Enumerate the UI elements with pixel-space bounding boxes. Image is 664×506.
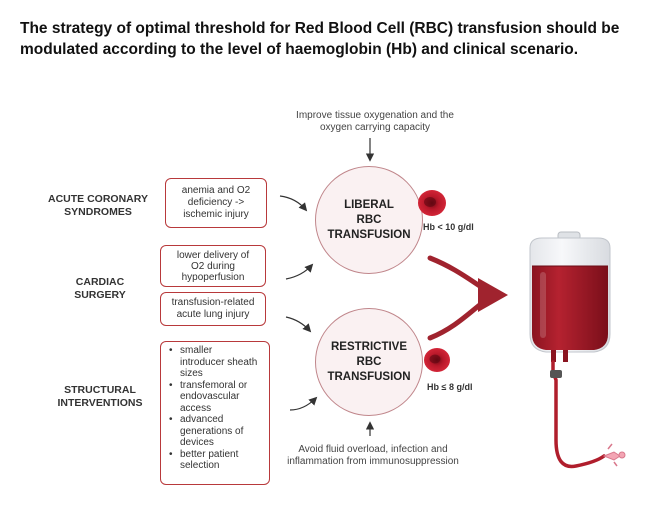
category-cardiac-line-1: CARDIAC	[75, 276, 125, 288]
box-cardiac2-line-1: transfusion-related	[171, 297, 255, 308]
category-acute-coronary-syndromes: ACUTE CORONARY SYNDROMES	[38, 193, 158, 219]
restrictive-line-3: TRANSFUSION	[327, 370, 411, 383]
category-acs-line-1: ACUTE CORONARY	[48, 193, 148, 205]
category-structural-line-1: STRUCTURAL	[64, 384, 136, 396]
bottom-note-line-1: Avoid fluid overload, infection and	[298, 444, 448, 455]
structural-item-1-line-2: introducer sheath	[180, 356, 258, 368]
restrictive-line-2: RBC	[356, 355, 382, 368]
bottom-note: Avoid fluid overload, infection and infl…	[268, 444, 478, 468]
liberal-rbc-transfusion-circle: LIBERAL RBC TRANSFUSION	[315, 166, 423, 274]
box-structural-interventions-list: smaller introducer sheath sizes transfem…	[160, 341, 270, 485]
arrow-structural-to-restrictive	[289, 396, 318, 411]
structural-item-1-line-1: smaller	[180, 345, 213, 356]
converging-arrow-icon	[427, 255, 508, 341]
restrictive-rbc-transfusion-circle: RESTRICTIVE RBC TRANSFUSION	[315, 308, 423, 416]
box-cardiac1-line-1: lower delivery of	[176, 249, 250, 261]
box-acs-line-1: anemia and O2	[181, 185, 251, 196]
structural-item-1-line-3: sizes	[180, 368, 203, 379]
top-note-line-2: oxygen carrying capacity	[319, 122, 431, 133]
structural-item: better patient selection	[169, 449, 263, 472]
box-acs-line-2: deficiency ->	[187, 197, 245, 208]
liberal-hb-threshold: Hb < 10 g/dl	[423, 222, 474, 232]
box-anemia-o2-deficiency: anemia and O2 deficiency -> ischemic inj…	[165, 178, 267, 228]
category-structural-line-2: INTERVENTIONS	[57, 397, 143, 409]
structural-item-4-line-2: selection	[180, 460, 220, 471]
top-note-line-1: Improve tissue oxygenation and the	[296, 110, 454, 121]
blood-bag-icon	[529, 231, 626, 469]
liberal-line-2: RBC	[356, 213, 382, 226]
box-acs-line-3: ischemic injury	[183, 209, 249, 220]
structural-item-2-line-3: access	[180, 402, 212, 414]
box-cardiac2-line-2: acute lung injury	[176, 309, 250, 320]
category-cardiac-line-2: SURGERY	[74, 289, 126, 301]
structural-item: smaller introducer sheath sizes	[169, 345, 263, 380]
box-lower-delivery-o2: lower delivery of O2 during hypoperfusio…	[160, 245, 266, 287]
structural-item-3-line-1: advanced	[180, 414, 224, 425]
category-cardiac-surgery: CARDIAC SURGERY	[60, 276, 140, 302]
red-blood-cell-icon	[418, 190, 446, 216]
structural-item-2-line-1: transfemoral or	[180, 379, 248, 391]
category-structural-interventions: STRUCTURAL INTERVENTIONS	[44, 384, 156, 410]
restrictive-hb-threshold: Hb ≤ 8 g/dl	[427, 382, 473, 392]
box-transfusion-related-lung-injury: transfusion-related acute lung injury	[160, 292, 266, 326]
liberal-line-3: TRANSFUSION	[327, 228, 411, 241]
restrictive-line-1: RESTRICTIVE	[330, 340, 408, 353]
arrow-acs-to-liberal	[279, 195, 308, 212]
structural-list: smaller introducer sheath sizes transfem…	[169, 345, 263, 472]
top-note: Improve tissue oxygenation and the oxyge…	[275, 110, 475, 134]
structural-item-2-line-2: endovascular	[180, 391, 240, 402]
structural-item-4-line-1: better patient	[180, 448, 239, 460]
structural-item-3-line-2: generations of	[180, 425, 244, 437]
arrow-cardiac-to-liberal	[285, 263, 314, 280]
arrow-cardiac-to-restrictive	[285, 316, 312, 333]
box-cardiac1-line-3: hypoperfusion	[181, 271, 245, 283]
red-blood-cell-icon	[424, 348, 450, 372]
category-acs-line-2: SYNDROMES	[64, 206, 132, 218]
structural-item-3-line-3: devices	[180, 437, 214, 448]
structural-item: advanced generations of devices	[169, 414, 263, 449]
liberal-line-1: LIBERAL	[344, 198, 394, 211]
bottom-note-line-2: inflammation from immunosuppression	[287, 456, 459, 467]
structural-item: transfemoral or endovascular access	[169, 380, 263, 415]
figure-title: The strategy of optimal threshold for Re…	[20, 20, 620, 58]
box-cardiac1-line-2: O2 during	[191, 260, 235, 272]
